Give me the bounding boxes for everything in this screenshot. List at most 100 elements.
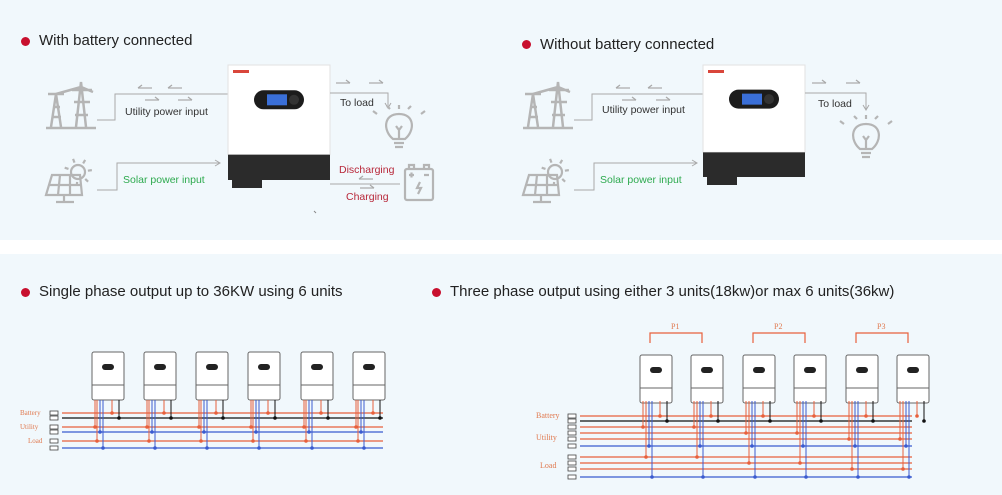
- sun-icon: [69, 163, 87, 181]
- inverter-unit: [845, 354, 879, 404]
- junction-dot: [658, 414, 662, 418]
- bus-connector: [49, 438, 59, 444]
- sun-ray: [549, 158, 553, 164]
- junction-dot: [169, 416, 173, 420]
- utility-label: Utility power input: [602, 104, 685, 116]
- inverter-unit: [639, 354, 673, 404]
- junction-dot: [801, 444, 805, 448]
- junction-dot: [251, 439, 255, 443]
- bus-connector: [49, 410, 59, 416]
- bulb-ray: [839, 120, 845, 125]
- arrow-right-icon: [656, 96, 671, 101]
- solar-label: Solar power input: [123, 174, 205, 186]
- arrow-left-icon: [167, 84, 182, 89]
- junction-dot: [93, 425, 97, 429]
- inverter-unit: [742, 354, 776, 404]
- bus-label-battery: Battery: [20, 409, 41, 417]
- bus-connector: [49, 415, 59, 421]
- junction-dot: [716, 419, 720, 423]
- sun-ray: [87, 169, 93, 172]
- junction-dot: [362, 446, 366, 450]
- junction-dot: [798, 461, 802, 465]
- tower-left: [525, 92, 541, 128]
- inverter-display: [154, 364, 166, 370]
- panel-grid: [521, 173, 561, 204]
- inverter-base: [228, 154, 330, 180]
- arrow-right-icon: [178, 96, 193, 101]
- junction-dot: [698, 444, 702, 448]
- arrow-left-icon: [615, 84, 630, 89]
- junction-dot: [162, 411, 166, 415]
- arrow-head: [821, 79, 827, 84]
- junction-dot: [864, 414, 868, 418]
- arrow-head: [615, 84, 621, 89]
- junction-dot: [150, 430, 154, 434]
- junction-dot: [701, 475, 705, 479]
- bus-connector: [567, 466, 577, 472]
- bullet-icon: [21, 288, 30, 297]
- inverter-unit: [227, 64, 331, 188]
- bus-label-load: Load: [28, 437, 43, 445]
- junction-dot: [197, 425, 201, 429]
- inverter-body: [247, 351, 281, 401]
- junction-dot: [898, 437, 902, 441]
- bus-connector: [567, 430, 577, 436]
- group-label-p2: P2: [774, 322, 783, 331]
- group-label-p3: P3: [877, 322, 886, 331]
- solar-panel-icon: [521, 158, 570, 204]
- arrow-head: [647, 84, 653, 89]
- load-label: To load: [340, 97, 374, 109]
- arrow-right-icon: [145, 96, 160, 101]
- junction-dot: [205, 446, 209, 450]
- junction-dot: [665, 419, 669, 423]
- inverter-body: [702, 64, 806, 153]
- inverter-display: [258, 364, 270, 370]
- sun-ray: [564, 169, 570, 172]
- junction-dot: [359, 430, 363, 434]
- junction-dot: [856, 475, 860, 479]
- sun-ray: [64, 166, 69, 170]
- bus-connector: [567, 460, 577, 466]
- sun-ray: [72, 158, 76, 164]
- junction-dot: [117, 416, 121, 420]
- sun-ray: [84, 178, 89, 183]
- junction-dot: [249, 425, 253, 429]
- load-line: [330, 92, 389, 108]
- light-bulb-icon: [839, 115, 893, 159]
- junction-dot: [761, 414, 765, 418]
- bus-connector: [567, 418, 577, 424]
- inverter-display: [701, 367, 713, 373]
- inverter-display: [804, 367, 816, 373]
- discharging-label: Discharging: [339, 164, 395, 176]
- inverter-body: [195, 351, 229, 401]
- battery-terminals: [407, 163, 431, 195]
- phase-group-bracket: [752, 332, 806, 343]
- bus-connector: [567, 424, 577, 430]
- control-knob-icon: [764, 94, 774, 105]
- inverter-body: [742, 354, 776, 404]
- arrow-head: [154, 96, 160, 101]
- battery-body: [403, 167, 435, 202]
- bus-connector: [567, 413, 577, 419]
- arrow-left-icon: [358, 175, 373, 180]
- tower-right: [532, 81, 571, 128]
- inverter-unit: [352, 351, 386, 401]
- junction-dot: [95, 439, 99, 443]
- arrow-right-icon: [336, 79, 351, 84]
- junction-dot: [795, 431, 799, 435]
- bus-connector: [567, 474, 577, 480]
- inverter-body: [639, 354, 673, 404]
- load-label: To load: [818, 98, 852, 110]
- arrow-head: [345, 79, 351, 84]
- sun-ray: [561, 178, 566, 183]
- bullet-icon: [522, 40, 531, 49]
- cable-mark: [313, 210, 317, 214]
- junction-dot: [641, 425, 645, 429]
- inverter-unit: [300, 351, 334, 401]
- top-panel: [0, 0, 1002, 240]
- utility-line: [574, 93, 703, 121]
- junction-dot: [307, 430, 311, 434]
- junction-dot: [804, 475, 808, 479]
- bus-connector: [567, 454, 577, 460]
- inverter-display: [311, 364, 323, 370]
